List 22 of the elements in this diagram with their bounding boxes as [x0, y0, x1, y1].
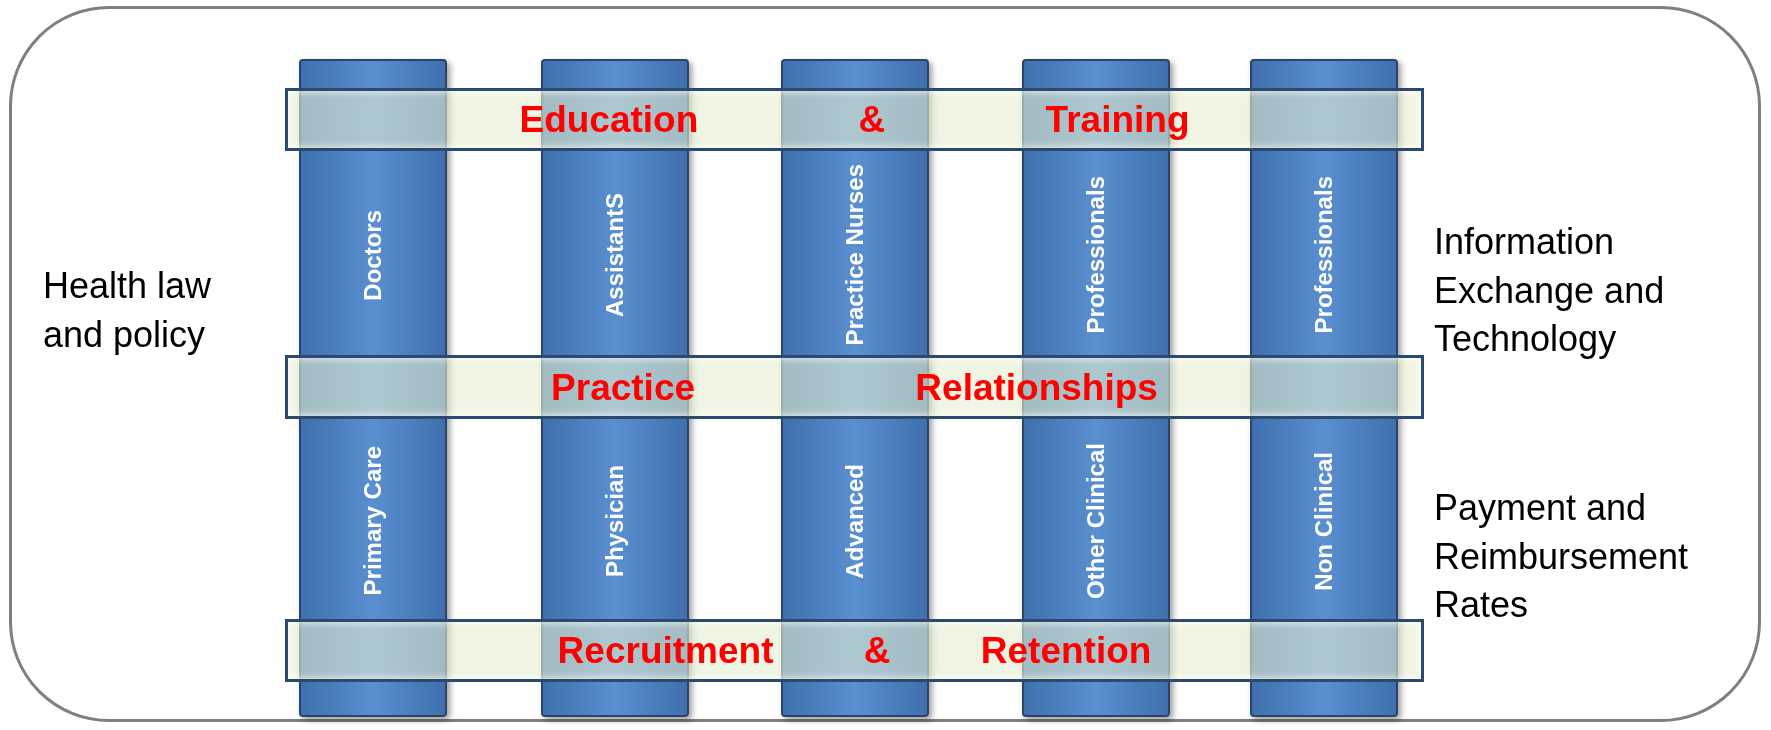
rounded-frame — [9, 6, 1761, 722]
crossbar — [285, 619, 1424, 682]
pillar-label: Non Clinical — [1312, 451, 1336, 591]
pillar-label: Other Clinical — [1084, 442, 1108, 599]
pillar — [1250, 59, 1398, 717]
pillar-label: AssistantS — [603, 192, 627, 317]
side-note: Health law and policy — [43, 264, 213, 357]
crossbar — [285, 88, 1424, 151]
pillar-label: Doctors — [361, 209, 385, 301]
crossbar-label: Education & Training — [519, 101, 1190, 138]
side-note: Payment and Reimbursement Rates — [1434, 486, 1690, 628]
pillar — [299, 59, 447, 717]
pillar-label: Professionals — [1084, 176, 1108, 334]
crossbar-label: Practice Relationships — [551, 368, 1158, 406]
crossbar — [285, 355, 1424, 419]
pillar-label: Physician — [603, 464, 627, 578]
side-note: Information Exchange and Technology — [1434, 220, 1666, 362]
pillar-label: Advanced — [843, 463, 867, 579]
crossbar-label: Recruitment & Retention — [557, 632, 1152, 669]
pillar-label: Professionals — [1312, 176, 1336, 334]
pillar-label: Primary Care — [361, 446, 385, 596]
pillar-label: Practice Nurses — [843, 164, 867, 346]
